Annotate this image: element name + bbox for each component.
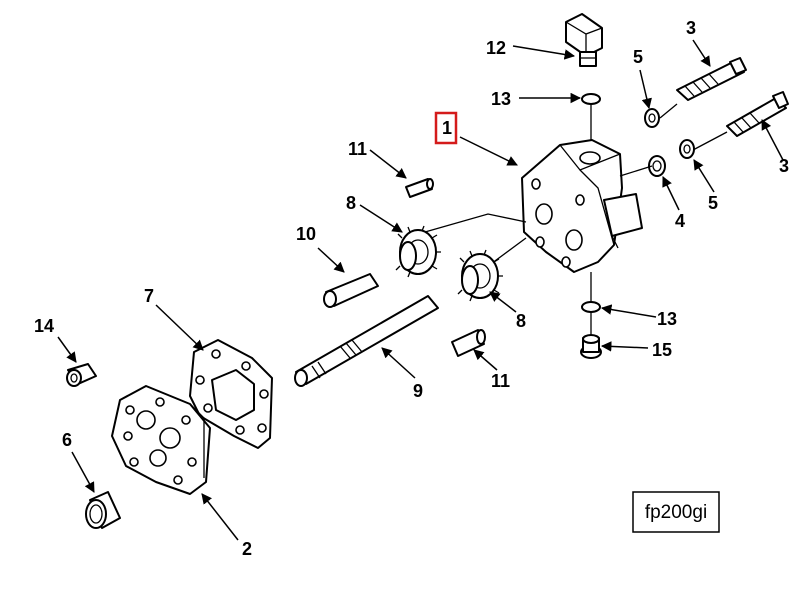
callout-11-lower: 11 (491, 371, 510, 391)
screw-part-14 (66, 363, 97, 387)
shaft-short-part-10 (323, 273, 379, 308)
washer-part-4 (648, 155, 666, 177)
callout-11-upper: 11 (348, 139, 367, 159)
callout-7: 7 (144, 286, 154, 306)
washer-upper-part-5 (644, 108, 660, 128)
callout-10: 10 (296, 224, 316, 244)
pump-body-part-1 (521, 139, 643, 273)
callout-4: 4 (675, 211, 685, 231)
o-ring-bottom-part-13 (581, 301, 601, 313)
callout-3-lower: 3 (779, 156, 789, 176)
washer-lower-part-5 (679, 139, 695, 159)
callout-1-highlight (434, 111, 458, 145)
drive-shaft-part-9 (294, 295, 439, 387)
bolt-upper-part-3 (676, 57, 747, 101)
callout-13-top: 13 (491, 89, 511, 109)
callout-1[interactable]: 1 (442, 118, 452, 138)
callout-2: 2 (242, 539, 252, 559)
gear-upper-part-8 (395, 225, 441, 278)
gasket-part-7 (189, 339, 273, 449)
callout-13-bottom: 13 (657, 309, 677, 329)
gear-lower-part-8 (457, 249, 503, 302)
callout-14: 14 (34, 316, 54, 336)
leader-lines (57, 39, 784, 541)
callout-3-upper: 3 (686, 18, 696, 38)
callout-6: 6 (62, 430, 72, 450)
callout-15: 15 (652, 340, 672, 360)
callout-5-lower: 5 (708, 193, 718, 213)
dowel-pin-lower-part-11 (451, 329, 486, 357)
end-plate-part-2 (111, 385, 211, 495)
callout-5-upper: 5 (633, 47, 643, 67)
reference-code-text: fp200gi (645, 502, 707, 523)
bolt-lower-part-3 (726, 91, 789, 137)
dowel-pin-upper-part-11 (405, 178, 434, 198)
plug-part-15 (580, 334, 602, 359)
reference-code-box: fp200gi (632, 491, 720, 533)
elbow-fitting-part-12 (565, 13, 603, 67)
bushing-part-6 (85, 491, 121, 529)
callout-8-upper: 8 (346, 193, 356, 213)
callout-8-lower: 8 (516, 311, 526, 331)
callout-9: 9 (413, 381, 423, 401)
callout-12: 12 (486, 38, 506, 58)
o-ring-top-part-13 (581, 93, 601, 105)
